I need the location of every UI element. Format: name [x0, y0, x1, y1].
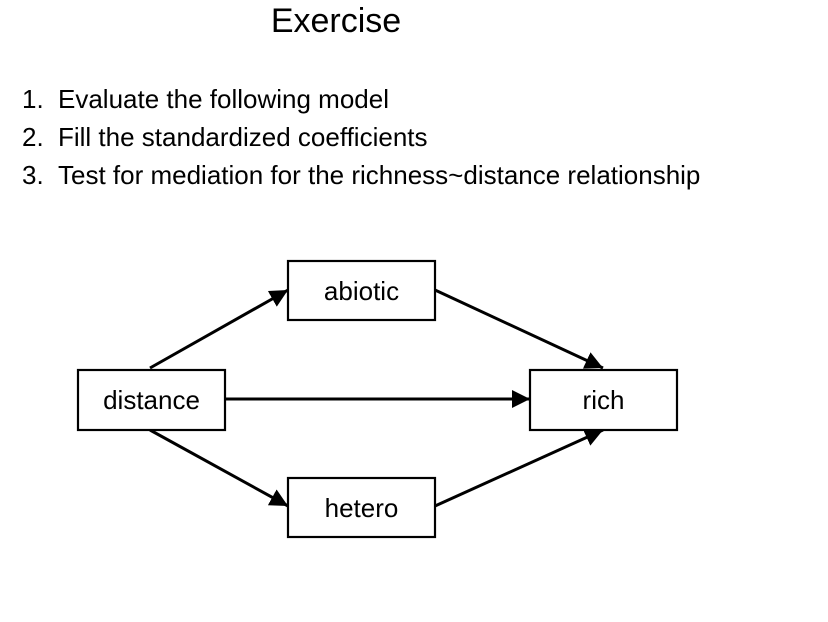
task-list: 1. Evaluate the following model 2. Fill th…	[22, 80, 700, 194]
task-number: 1.	[22, 84, 44, 114]
task-number: 3.	[22, 160, 44, 190]
node-rich-label: rich	[583, 385, 625, 415]
node-rich: rich	[528, 368, 679, 432]
node-abiotic: abiotic	[286, 259, 437, 322]
node-abiotic-label: abiotic	[324, 276, 399, 306]
node-distance-box	[76, 368, 227, 432]
edge-abiotic-rich	[434, 288, 604, 370]
node-abiotic-box	[286, 259, 437, 322]
edge-distance-abiotic	[149, 288, 289, 370]
edge-distance-hetero	[149, 428, 289, 508]
node-hetero-label: hetero	[325, 493, 399, 523]
task-text: Test for mediation for the richness~dist…	[58, 160, 701, 190]
edge-hetero-rich	[434, 428, 604, 508]
task-item: 2. Fill the standardized coefficients	[22, 118, 700, 156]
task-number: 2.	[22, 122, 44, 152]
slide-title: Exercise	[270, 2, 402, 40]
node-distance-label: distance	[103, 385, 200, 415]
task-text: Fill the standardized coefficients	[58, 122, 428, 152]
node-distance: distance	[76, 368, 227, 432]
task-item: 3. Test for mediation for the richness~di…	[22, 156, 700, 194]
node-hetero: hetero	[286, 476, 437, 539]
task-item: 1. Evaluate the following model	[22, 80, 700, 118]
node-hetero-box	[286, 476, 437, 539]
node-rich-box	[528, 368, 679, 432]
task-text: Evaluate the following model	[58, 84, 389, 114]
